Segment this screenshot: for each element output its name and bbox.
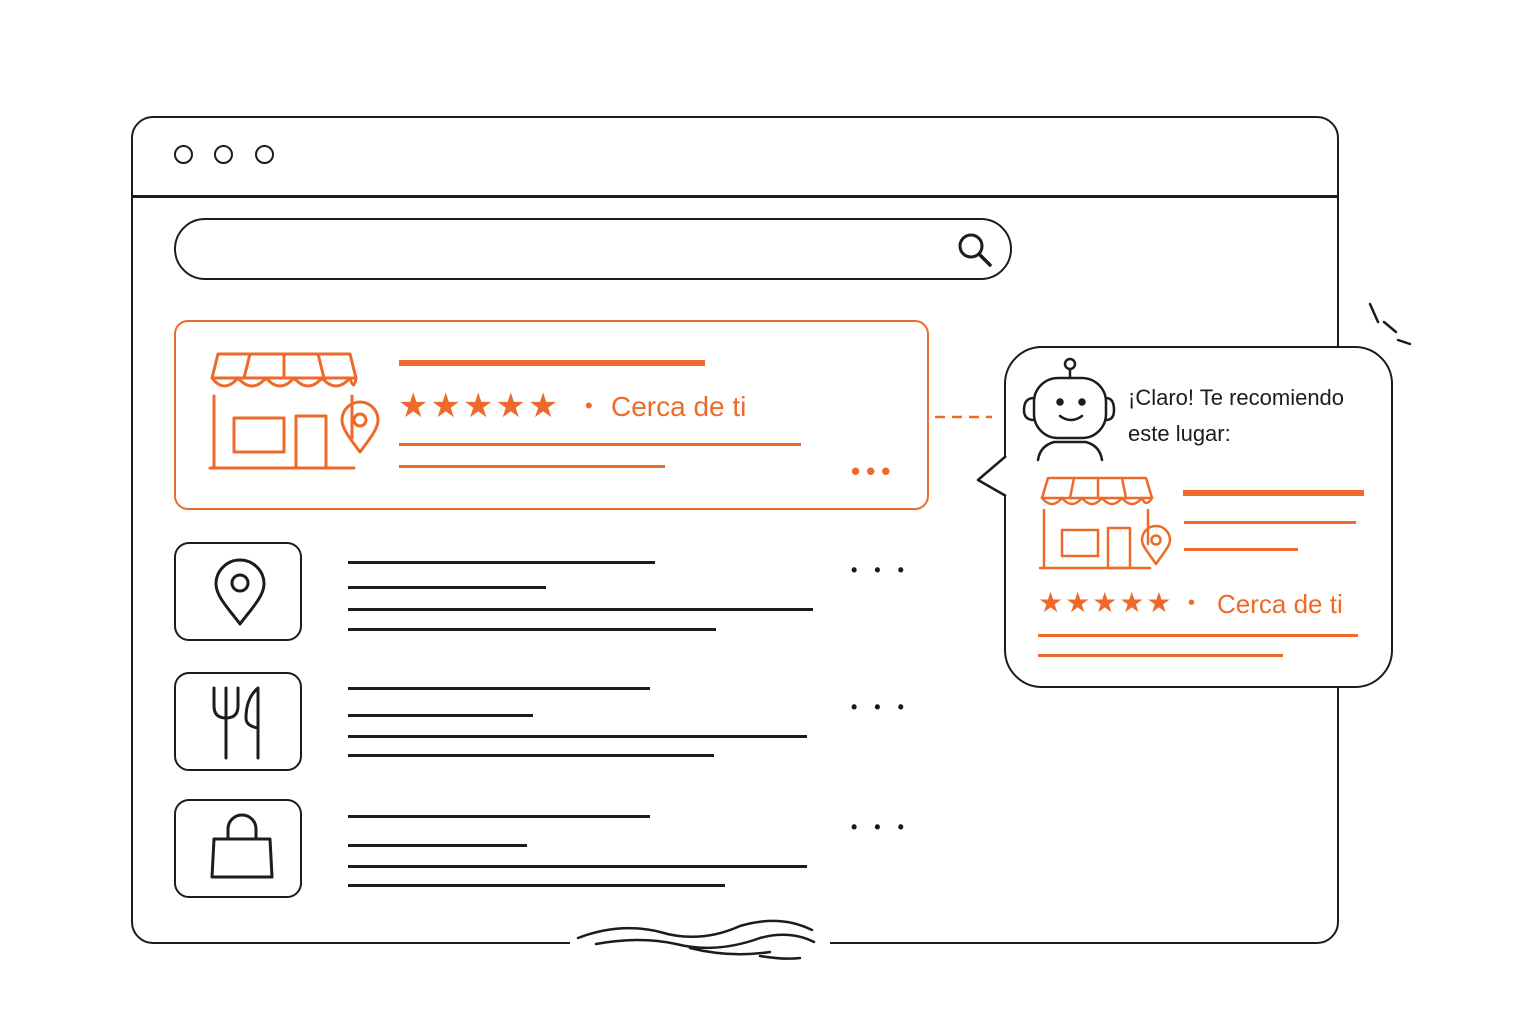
result-icon-box[interactable] bbox=[174, 799, 302, 898]
featured-text-line bbox=[399, 465, 665, 468]
recommendation-text-line bbox=[1038, 634, 1358, 637]
attention-sparkle bbox=[1368, 302, 1412, 346]
recommendation-bullet: • bbox=[1188, 592, 1196, 614]
result-text-line bbox=[348, 735, 807, 738]
torn-edge-scribble bbox=[576, 919, 816, 960]
result-title-line bbox=[348, 687, 650, 690]
result-text-line bbox=[348, 628, 716, 631]
result-text-line bbox=[348, 865, 807, 868]
assistant-message-text: ¡Claro! Te recomiendo este lugar: bbox=[1128, 385, 1345, 446]
shopping-bag-icon bbox=[210, 813, 274, 879]
fork-knife-icon bbox=[212, 686, 260, 760]
window-control-dot[interactable] bbox=[214, 145, 233, 164]
featured-text-line bbox=[399, 443, 801, 446]
recommendation-text-line bbox=[1184, 521, 1356, 524]
recommendation-text-line bbox=[1038, 654, 1283, 657]
result-title-line bbox=[348, 815, 650, 818]
result-text-line bbox=[348, 884, 725, 887]
titlebar-divider bbox=[131, 195, 1339, 198]
result-title-line bbox=[348, 561, 655, 564]
search-bar bbox=[174, 218, 1012, 280]
window-control-dot[interactable] bbox=[255, 145, 274, 164]
result-text-line bbox=[348, 754, 714, 757]
result-text-line bbox=[348, 844, 527, 847]
result-icon-box[interactable] bbox=[174, 542, 302, 641]
recommendation-text-line bbox=[1184, 548, 1298, 551]
robot-assistant-icon bbox=[1022, 357, 1116, 462]
location-pin-icon bbox=[214, 558, 266, 626]
search-button[interactable] bbox=[954, 229, 996, 271]
storefront-icon bbox=[208, 352, 380, 470]
result-more-button[interactable]: • • • bbox=[851, 817, 910, 837]
featured-distance: Cerca de ti bbox=[611, 391, 747, 422]
result-more-button[interactable]: • • • bbox=[851, 697, 910, 717]
bubble-tail bbox=[976, 456, 1007, 496]
featured-title-line bbox=[399, 360, 705, 366]
result-more-button[interactable]: • • • bbox=[851, 560, 910, 580]
result-icon-box[interactable] bbox=[174, 672, 302, 771]
result-text-line bbox=[348, 586, 546, 589]
recommendation-rating-stars: ★★★★★ bbox=[1038, 587, 1174, 618]
featured-result-card[interactable] bbox=[174, 320, 929, 510]
search-input[interactable] bbox=[200, 230, 944, 270]
result-text-line bbox=[348, 608, 813, 611]
recommendation-distance: Cerca de ti bbox=[1217, 589, 1343, 619]
featured-rating-stars: ★★★★★ bbox=[398, 387, 561, 425]
result-text-line bbox=[348, 714, 533, 717]
window-control-dot[interactable] bbox=[174, 145, 193, 164]
storefront-icon bbox=[1038, 476, 1172, 570]
featured-more-button[interactable]: ••• bbox=[851, 456, 897, 486]
search-icon bbox=[958, 233, 992, 267]
featured-bullet: • bbox=[585, 393, 593, 418]
assistant-message-bubble bbox=[1004, 346, 1393, 688]
recommendation-title-line bbox=[1183, 490, 1364, 496]
